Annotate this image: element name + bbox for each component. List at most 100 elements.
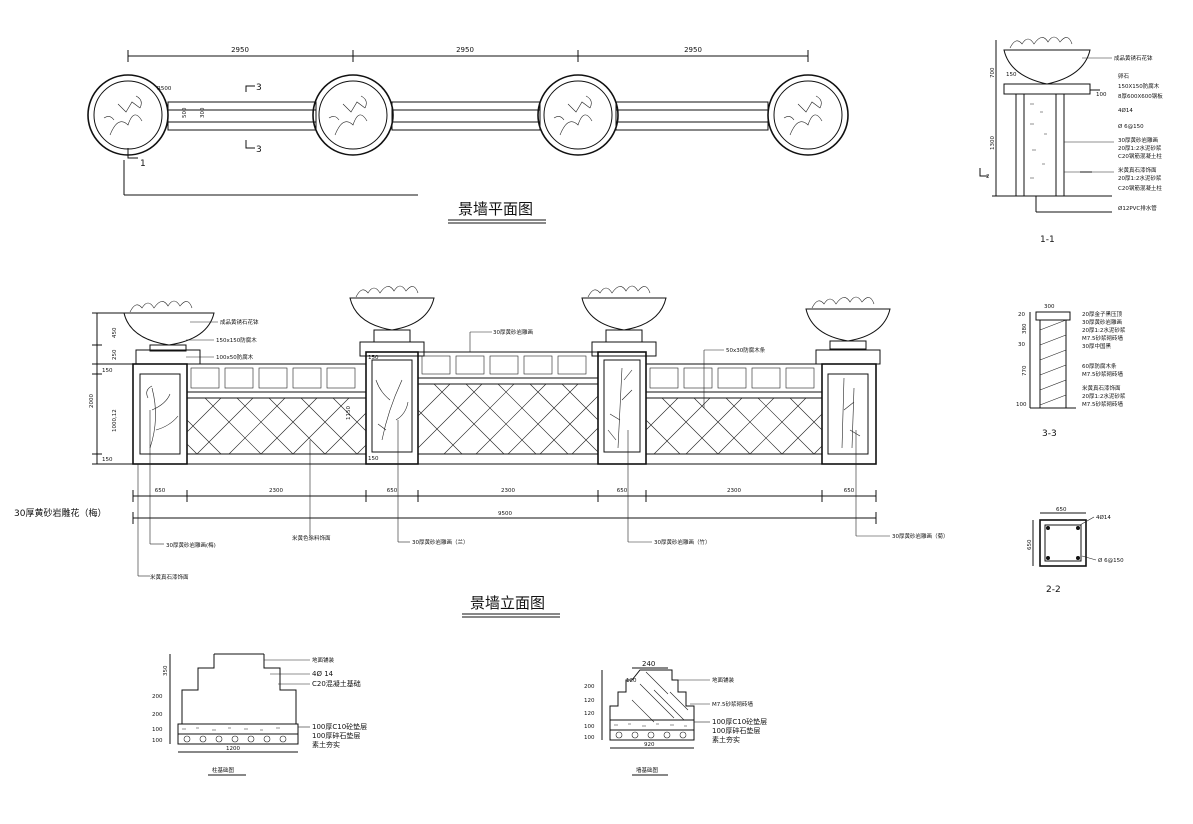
s11-label-6: 30厚黄砂岩雕画	[1118, 136, 1158, 144]
label-plum: 30厚黄砂岩雕画(梅)	[166, 541, 216, 549]
s11-label-0: 成品黄锈石花钵	[1114, 54, 1153, 62]
s22-title: 2-2	[1046, 585, 1061, 595]
s11-label-5: Ø 6@150	[1118, 123, 1144, 130]
plan-dim-2: 2950	[456, 46, 474, 54]
f1-dim-4: 100	[152, 738, 163, 744]
label-orchid: 30厚黄砂岩雕画（兰）	[412, 538, 469, 546]
elev-dim-2000: 2000	[89, 394, 95, 408]
f1-label-1: 4Ø 14	[312, 670, 334, 678]
plan-section-1: 1	[140, 159, 146, 169]
s33-label-5: 60厚防腐木条	[1082, 362, 1117, 370]
s11-label-1: 卵石	[1118, 72, 1130, 80]
label-post-100: 100x50防腐木	[216, 353, 254, 361]
elev-dim-1150: 1150	[346, 406, 352, 420]
f1-label-2: C20混凝土基础	[312, 679, 361, 688]
elev-total-dim: 9500	[498, 511, 512, 517]
elev-bottom-dim-3: 650	[387, 488, 398, 494]
s33-label-2: 20厚1:2水泥砂浆	[1082, 326, 1126, 334]
plan-planter-2	[312, 74, 394, 156]
s33-label-6: M7.5砂浆砌砖墙	[1082, 370, 1123, 378]
f1-label-0: 地面铺装	[312, 656, 335, 664]
label-mid-top: 30厚黄砂岩雕画	[493, 328, 533, 336]
elev-planter-3	[581, 285, 667, 343]
section-1-1: 700 150 1300 100 2 成品黄锈石花钵 卵石 150X150防腐木…	[979, 36, 1163, 245]
label-chrys: 30厚黄砂岩雕画（菊）	[892, 532, 949, 540]
elev-dim-250: 250	[112, 349, 118, 360]
wall-panel-middle	[417, 351, 599, 465]
footing-wall: 240 120 200 120 120 100 100 920 地面铺装 M7.…	[584, 660, 767, 776]
plan-width-a: 500	[182, 107, 188, 118]
s11-dim-150: 150	[1006, 72, 1017, 78]
f1-dim-0: 350	[163, 665, 169, 676]
elev-dim-1000: 1000,12	[112, 409, 118, 432]
plan-width-b: 300	[200, 107, 206, 118]
plan-view: 2950 2950 2950 R500 500 300 3 3 1	[87, 46, 849, 224]
s22-stirrup: Ø 6@150	[1098, 557, 1124, 564]
s11-dim-700: 700	[990, 67, 996, 78]
f1-dim-1: 200	[152, 694, 163, 700]
section-3-3: 300 20 380 30 770 100 20厚金子黑压顶 30厚黄砂岩雕画 …	[1016, 304, 1126, 439]
f1-dim-2: 200	[152, 712, 163, 718]
elev-dim-150-top: 150	[102, 368, 113, 374]
s11-title: 1-1	[1040, 235, 1055, 245]
f2-dim-1: 120	[584, 698, 595, 704]
label-post-150: 150x150防腐木	[216, 336, 257, 344]
s33-title: 3-3	[1042, 429, 1057, 439]
f1-dim-3: 100	[152, 727, 163, 733]
elev-bottom-dim-4: 2300	[501, 488, 515, 494]
s22-rebar: 4Ø14	[1096, 514, 1111, 521]
plan-title: 景墙平面图	[458, 200, 533, 218]
s11-label-3: 8厚600X600钢板	[1118, 92, 1163, 100]
f2-dim-2: 120	[584, 711, 595, 717]
s22-dim-w: 650	[1056, 507, 1067, 513]
elev-bottom-dim-7: 650	[844, 488, 855, 494]
label-stone: 米黄真石漆饰面	[150, 573, 189, 581]
plum-carving	[146, 385, 179, 449]
plan-dim-1: 2950	[231, 46, 249, 54]
section-2-2: 650 650 4Ø14 Ø 6@150 2-2	[1027, 507, 1124, 595]
elev-bottom-dim-5: 650	[617, 488, 628, 494]
s33-label-7: 米黄真石漆饰面	[1082, 384, 1121, 392]
elev-dim-450: 450	[112, 327, 118, 338]
s11-label-4: 4Ø14	[1118, 107, 1133, 114]
f2-title: 墙基础图	[636, 766, 659, 774]
bamboo-carving	[607, 367, 633, 449]
s11-label-2: 150X150防腐木	[1118, 82, 1160, 90]
f1-bottom-dim: 1200	[226, 746, 240, 752]
s33-dim-3: 770	[1022, 365, 1028, 376]
f1-title: 柱基础图	[212, 766, 235, 774]
elev-dim-150a: 150	[368, 355, 379, 361]
s33-label-0: 20厚金子黑压顶	[1082, 310, 1122, 318]
elevation-view: 450 250 150 2000 1000,12 150 150 150 115…	[14, 285, 949, 618]
s33-dim-2: 30	[1018, 342, 1025, 348]
s11-label-7: 20厚1:2水泥砂浆	[1118, 144, 1162, 152]
s11-label-8: C20钢筋混凝土柱	[1118, 152, 1162, 160]
s11-label-9: 米黄真石漆饰面	[1118, 166, 1157, 174]
elev-bottom-dim-2: 2300	[269, 488, 283, 494]
s11-dim-100: 100	[1096, 92, 1107, 98]
plan-planter-3	[537, 74, 619, 156]
s11-mark-2: 2	[986, 174, 990, 180]
f2-bottom-dim: 920	[644, 742, 655, 748]
f2-label-2: 100厚C10砼垫层	[712, 717, 767, 726]
label-timber: 50x30防腐木条	[726, 346, 766, 354]
s33-label-3: M7.5砂浆砌砖墙	[1082, 334, 1123, 342]
elev-planter-1	[123, 300, 215, 352]
elev-bottom-dim-1: 650	[155, 488, 166, 494]
s33-top-dim: 300	[1044, 304, 1055, 310]
elev-dim-150b: 150	[368, 456, 379, 462]
s11-label-12: Ø12PVC排水管	[1118, 204, 1157, 212]
f2-top-dim: 240	[642, 660, 655, 668]
f2-sub-dim: 120	[626, 678, 637, 684]
s33-label-1: 30厚黄砂岩雕画	[1082, 318, 1122, 326]
elev-planter-4	[805, 296, 891, 350]
s33-dim-1: 380	[1022, 323, 1028, 334]
label-side-note: 30厚黄砂岩雕花（梅）	[14, 507, 106, 519]
f2-dim-3: 100	[584, 724, 595, 730]
f2-dim-4: 100	[584, 735, 595, 741]
wall-panel-right	[645, 363, 823, 465]
plan-section-3-top: 3	[256, 83, 262, 93]
f2-label-0: 地面铺装	[712, 676, 735, 684]
elevation-title: 景墙立面图	[470, 594, 545, 612]
